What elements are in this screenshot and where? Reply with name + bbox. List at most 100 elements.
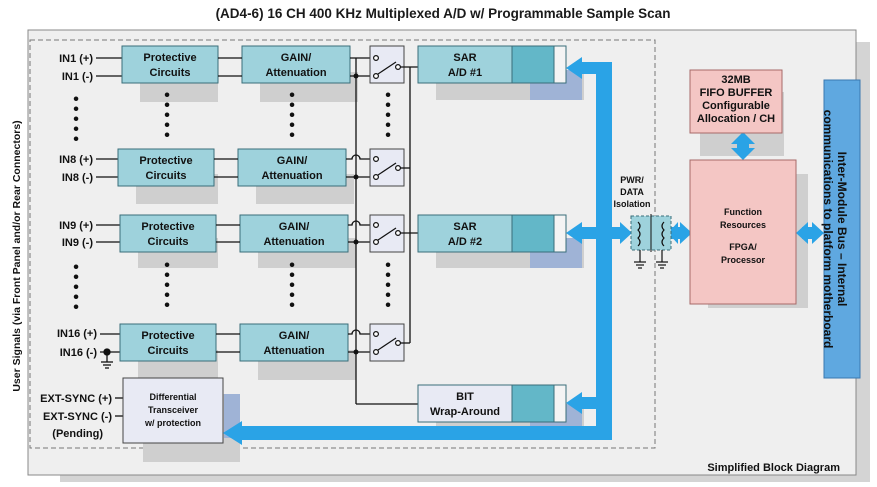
pwr-data-isolation: PWR/ DATA Isolation (613, 175, 672, 269)
svg-text:•: • (164, 117, 170, 134)
in9p-label: IN9 (+) (59, 220, 93, 232)
in8n-label: IN8 (-) (62, 172, 94, 184)
svg-text:•: • (73, 91, 79, 108)
svg-text:Configurable: Configurable (702, 100, 770, 112)
svg-text:•: • (73, 131, 79, 148)
svg-text:FPGA/: FPGA/ (729, 242, 757, 252)
svg-text:w/ protection: w/ protection (144, 418, 201, 428)
svg-text:PWR/: PWR/ (620, 175, 644, 185)
protective-circuits-9: Protective Circuits (119, 214, 217, 253)
inter-module-bus: Inter-Module Bus – Internal communicatio… (821, 79, 861, 379)
svg-text:•: • (385, 117, 391, 134)
protective-circuits-1: Protective Circuits (121, 45, 219, 84)
diagram-title: (AD4-6) 16 CH 400 KHz Multiplexed A/D w/… (216, 6, 671, 21)
svg-text:•: • (385, 127, 391, 144)
svg-text:•: • (289, 297, 295, 314)
protective-circuits-8: Protective Circuits (117, 148, 215, 187)
svg-text:Inter-Module Bus – Internal: Inter-Module Bus – Internal (835, 152, 849, 307)
data-flow-arrows (223, 57, 824, 445)
svg-text:A/D #1: A/D #1 (448, 67, 482, 79)
extp-label: EXT-SYNC (+) (40, 393, 112, 405)
input-labels: IN1 (+) IN1 (-) IN8 (+) IN8 (-) IN9 (+) … (40, 53, 112, 440)
svg-text:Circuits: Circuits (150, 67, 191, 79)
extn-label: EXT-SYNC (-) (43, 411, 112, 423)
svg-text:•: • (164, 257, 170, 274)
svg-text:•: • (385, 297, 391, 314)
continuation-dots: ••••• ••••• ••••• ••••• ••••• ••••• ••••… (73, 87, 391, 316)
svg-text:•: • (289, 277, 295, 294)
svg-text:•: • (385, 267, 391, 284)
svg-text:Differential: Differential (149, 392, 196, 402)
svg-text:Circuits: Circuits (148, 345, 189, 357)
svg-text:32MB: 32MB (721, 74, 750, 86)
svg-text:Attenuation: Attenuation (263, 345, 324, 357)
svg-text:•: • (289, 87, 295, 104)
svg-text:Allocation / CH: Allocation / CH (697, 113, 775, 125)
svg-text:GAIN/: GAIN/ (279, 221, 310, 233)
svg-text:A/D #2: A/D #2 (448, 236, 482, 248)
svg-text:Protective: Protective (141, 330, 194, 342)
in1p-label: IN1 (+) (59, 53, 93, 65)
svg-text:•: • (385, 277, 391, 294)
svg-text:•: • (73, 111, 79, 128)
svg-text:•: • (289, 107, 295, 124)
svg-text:•: • (289, 117, 295, 134)
gain-attenuation-1: GAIN/ Attenuation (241, 45, 351, 84)
svg-text:•: • (164, 287, 170, 304)
svg-text:Circuits: Circuits (148, 236, 189, 248)
svg-text:Attenuation: Attenuation (261, 170, 322, 182)
svg-text:Protective: Protective (143, 52, 196, 64)
svg-text:•: • (73, 259, 79, 276)
svg-text:Protective: Protective (141, 221, 194, 233)
svg-text:•: • (73, 269, 79, 286)
protective-circuits-16: Protective Circuits (119, 323, 217, 362)
svg-text:•: • (164, 277, 170, 294)
svg-text:•: • (73, 279, 79, 296)
svg-text:GAIN/: GAIN/ (281, 52, 312, 64)
gain-attenuation-9: GAIN/ Attenuation (239, 214, 349, 253)
junction-dots (353, 73, 359, 355)
svg-text:•: • (73, 289, 79, 306)
bit-wrap-around: BIT Wrap-Around (417, 384, 567, 423)
ground-icon (101, 348, 113, 369)
svg-text:•: • (164, 107, 170, 124)
svg-text:•: • (73, 101, 79, 118)
svg-text:Isolation: Isolation (613, 199, 650, 209)
svg-text:•: • (164, 97, 170, 114)
gain-attenuation-8: GAIN/ Attenuation (237, 148, 347, 187)
svg-text:•: • (164, 127, 170, 144)
svg-text:DATA: DATA (620, 187, 644, 197)
svg-text:•: • (289, 127, 295, 144)
svg-text:•: • (289, 267, 295, 284)
svg-text:SAR: SAR (453, 221, 476, 233)
svg-text:BIT: BIT (456, 391, 474, 403)
gain-attenuation-16: GAIN/ Attenuation (239, 323, 349, 362)
switch-output-wires (400, 66, 418, 344)
svg-text:•: • (289, 97, 295, 114)
svg-text:FIFO BUFFER: FIFO BUFFER (700, 87, 773, 99)
fifo-buffer: 32MB FIFO BUFFER Configurable Allocation… (689, 69, 783, 134)
svg-text:•: • (164, 87, 170, 104)
pending-label: (Pending) (52, 428, 103, 440)
fpga-processor: Function Resources FPGA/ Processor (689, 159, 797, 305)
footer-label: Simplified Block Diagram (707, 462, 840, 474)
svg-text:Attenuation: Attenuation (263, 236, 324, 248)
differential-transceiver: Differential Transceiver w/ protection (122, 377, 224, 444)
svg-text:•: • (385, 287, 391, 304)
svg-text:•: • (385, 97, 391, 114)
svg-text:•: • (385, 107, 391, 124)
sar-ad-1: SAR A/D #1 (417, 45, 567, 84)
switch-1 (369, 45, 405, 84)
svg-text:communications to platform mot: communications to platform motherboard (821, 110, 835, 349)
in8p-label: IN8 (+) (59, 154, 93, 166)
signal-wires (214, 57, 418, 405)
svg-text:•: • (73, 299, 79, 316)
svg-text:Processor: Processor (721, 255, 766, 265)
in1n-label: IN1 (-) (62, 71, 94, 83)
in9n-label: IN9 (-) (62, 237, 94, 249)
svg-text:Protective: Protective (139, 155, 192, 167)
svg-text:•: • (289, 287, 295, 304)
svg-text:Transceiver: Transceiver (148, 405, 199, 415)
switch-9 (369, 214, 405, 253)
